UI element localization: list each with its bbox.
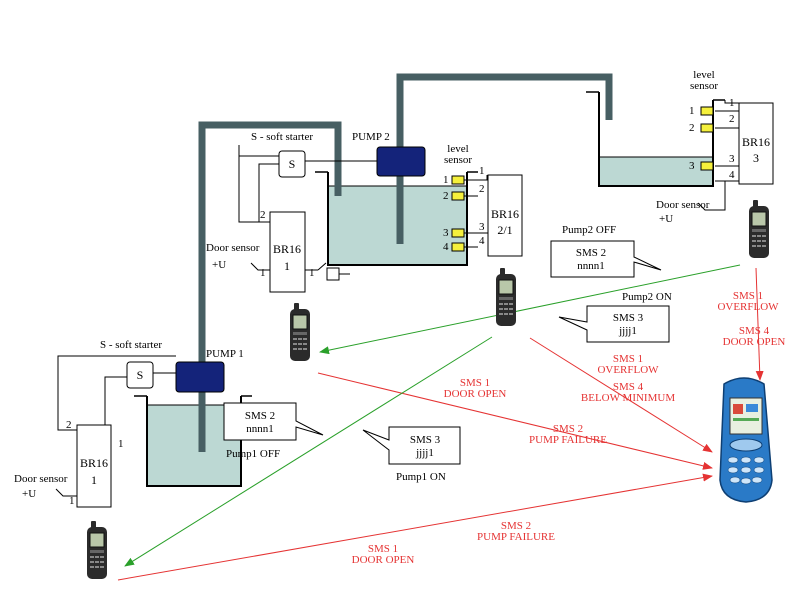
msg-bottom-1: SMS 2 [501, 520, 531, 532]
phone-icon-br16-1-main [289, 302, 311, 362]
br16-3-pin2: 2 [729, 113, 735, 125]
soft-starter-1-letter: S [137, 368, 144, 382]
br16-1-left-pin2: 2 [66, 419, 72, 431]
phone-icon-br16-2 [495, 267, 517, 327]
pump-2-label: PUMP 2 [352, 131, 390, 143]
br16-1-main-pin1a: 1 [260, 267, 266, 279]
sms-box-pump2-on [558, 305, 670, 343]
sms-box-pump2-off-line1: SMS 2 [576, 247, 606, 259]
msg-bottom-4: DOOR OPEN [352, 554, 415, 566]
br16-module-1-left [76, 424, 112, 508]
soft-starter-2-label: S - soft starter [251, 131, 313, 143]
br16-module-1-main [269, 211, 306, 293]
br16-2-line2: 2/1 [497, 223, 512, 237]
msg-mid-1: SMS 1 [613, 353, 643, 365]
msg-mid-3: SMS 4 [613, 381, 644, 393]
sms-box-pump1-on-line1: SMS 3 [410, 434, 441, 446]
sms-box-pump1-off-line2: nnnn1 [246, 423, 274, 435]
msg-center-4: PUMP FAILURE [529, 434, 607, 446]
sms-box-pump2-on-line2: jjjj1 [618, 325, 637, 337]
sensor-2-pin3: 3 [443, 227, 449, 239]
br16-2-pin3: 3 [479, 221, 485, 233]
soft-starter-1 [126, 361, 154, 389]
br16-3-pin4: 4 [729, 169, 735, 181]
msg-center-1: SMS 1 [460, 377, 490, 389]
msg-mid-4: BELOW MINIMUM [581, 392, 675, 404]
sms-box-pump2-on-line1: SMS 3 [613, 312, 644, 324]
br16-module-2 [487, 174, 523, 257]
sms-box-pump2-off-line2: nnnn1 [577, 260, 605, 272]
plus-u-3-label: +U [659, 213, 673, 225]
sms-box-pump1-off [223, 402, 324, 441]
br16-1-main-line1: BR16 [273, 242, 301, 256]
msg-center-2: DOOR OPEN [444, 388, 507, 400]
receiver-phone-icon [719, 377, 773, 503]
sensor-2-pin2: 2 [443, 190, 449, 202]
plus-u-1-label: +U [22, 488, 36, 500]
br16-3-pin3: 3 [729, 153, 735, 165]
level-sensor-3-label-line1: level [693, 69, 714, 81]
msg-right-top-3: SMS 4 [739, 325, 770, 337]
sensor-3-pin3: 3 [689, 160, 695, 172]
msg-right-top-4: DOOR OPEN [723, 336, 786, 348]
plus-u-2-label: +U [212, 259, 226, 271]
level-sensors-tank-2 [451, 175, 465, 252]
sms-box-pump1-on [362, 426, 461, 465]
soft-starter-1-label: S - soft starter [100, 339, 162, 351]
br16-2-pin2: 2 [479, 183, 485, 195]
pump2-off-label: Pump2 OFF [562, 224, 616, 236]
msg-bottom-2: PUMP FAILURE [477, 531, 555, 543]
br16-1-main-pin2: 2 [260, 209, 266, 221]
msg-right-top-2: OVERFLOW [717, 301, 779, 313]
wiring [55, 110, 726, 497]
phone-icon-br16-3 [748, 199, 770, 259]
br16-2-pin1: 1 [479, 165, 485, 177]
br16-1-left-pin1a: 1 [118, 438, 124, 450]
level-sensor-3-label-line2: sensor [690, 80, 718, 92]
br16-module-3 [738, 102, 774, 185]
sms-box-pump1-off-line1: SMS 2 [245, 410, 275, 422]
br16-1-left-line2: 1 [91, 473, 97, 487]
msg-bottom-3: SMS 1 [368, 543, 398, 555]
sms-box-pump1-on-line2: jjjj1 [415, 447, 434, 459]
level-sensors-tank-3 [700, 106, 714, 171]
sensor-3-pin1: 1 [689, 105, 695, 117]
br16-1-main-line2: 1 [284, 259, 290, 273]
msg-mid-2: OVERFLOW [597, 364, 659, 376]
green-arrows [124, 264, 741, 567]
br16-1-main-pin1b: 1 [309, 267, 315, 279]
br16-1-left-line1: BR16 [80, 456, 108, 470]
phone-icon-br16-1-left [86, 520, 108, 580]
level-sensor-2-label-line1: level [447, 143, 468, 155]
level-sensor-2-label-line2: sensor [444, 154, 472, 166]
pump2-on-label: Pump2 ON [622, 291, 672, 303]
pump-1 [175, 361, 225, 393]
sensor-3-pin2: 2 [689, 122, 695, 134]
br16-2-pin4: 4 [479, 235, 485, 247]
br16-3-line1: BR16 [742, 135, 770, 149]
pump1-off-label: Pump1 OFF [226, 448, 280, 460]
pump-1-label: PUMP 1 [206, 348, 244, 360]
br16-2-line1: BR16 [491, 207, 519, 221]
br16-1-left-pin1b: 1 [69, 495, 75, 507]
door-sensor-1-label: Door sensor [14, 473, 68, 485]
soft-starter-2-letter: S [289, 157, 296, 171]
sms-box-pump2-off [550, 240, 662, 278]
pump-2 [376, 146, 426, 177]
pump1-on-label: Pump1 ON [396, 471, 446, 483]
sensor-2-pin4: 4 [443, 241, 449, 253]
msg-center-3: SMS 2 [553, 423, 583, 435]
red-arrows [117, 267, 764, 581]
tank-3 [586, 91, 725, 187]
door-sensor-3-label: Door sensor [656, 199, 710, 211]
door-sensor-2-label: Door sensor [206, 242, 260, 254]
msg-right-top-1: SMS 1 [733, 290, 763, 302]
sensor-2-pin1: 1 [443, 174, 449, 186]
br16-3-line2: 3 [753, 151, 759, 165]
